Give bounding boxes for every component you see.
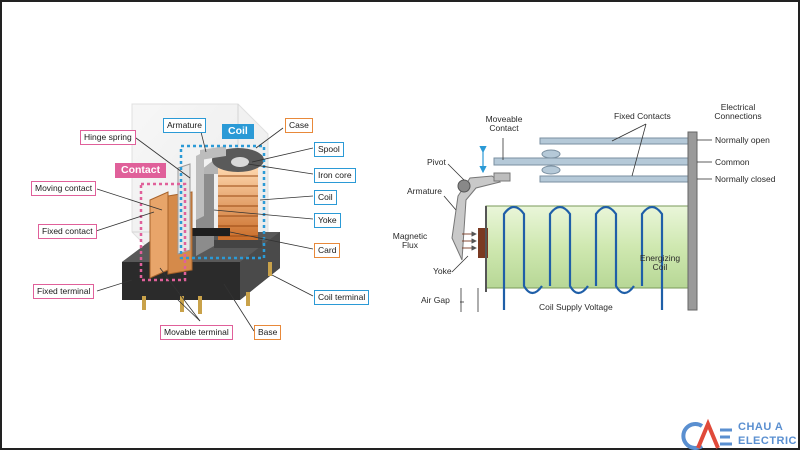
label-fixed-terminal: Fixed terminal	[33, 284, 95, 299]
left-relay-illustration	[122, 103, 280, 314]
label-moveable-contact-line2: Contact	[489, 123, 519, 134]
label-fixed-contact: Fixed contact	[38, 224, 97, 239]
normally-closed-bar	[539, 175, 691, 183]
label-energizing-coil-line1: Energizing	[639, 253, 681, 263]
label-energizing-coil-line2: Coil	[652, 262, 668, 273]
contact-header: Contact	[115, 163, 167, 178]
label-base: Base	[254, 325, 282, 340]
coil-body	[485, 205, 689, 289]
core-end	[478, 228, 488, 258]
label-common: Common	[715, 157, 750, 167]
label-pivot: Pivot	[427, 157, 446, 167]
label-normally-closed: Normally closed	[715, 174, 776, 184]
label-electrical-connections-line1: Electrical	[720, 102, 756, 112]
label-spool: Spool	[314, 142, 344, 157]
common-bar	[493, 157, 691, 166]
coil-group-outline	[179, 144, 266, 260]
label-iron-core: Iron core	[314, 168, 356, 183]
label-magnetic-flux: Magnetic Flux	[388, 231, 432, 251]
pivot-point	[457, 179, 471, 193]
label-movable-terminal: Movable terminal	[160, 325, 233, 340]
label-electrical-connections-line2: Connections	[714, 111, 762, 122]
coil-header: Coil	[222, 124, 254, 139]
contact-group-outline	[139, 182, 187, 282]
coil-windings	[502, 205, 664, 310]
label-fixed-contacts: Fixed Contacts	[614, 111, 671, 121]
label-moveable-contact-line1: Moveable	[485, 114, 523, 124]
right-schematic	[451, 131, 698, 312]
brand-name-line2: ELECTRIC	[738, 435, 797, 447]
label-case: Case	[285, 118, 313, 133]
iron-core-top	[231, 157, 249, 167]
label-electrical-connections: Electrical Connections	[703, 102, 773, 122]
label-yoke: Yoke	[314, 213, 341, 228]
label-coil-terminal: Coil terminal	[314, 290, 370, 305]
normally-open-bar	[539, 137, 691, 145]
label-moving-contact: Moving contact	[31, 181, 97, 196]
card-shape	[180, 228, 230, 236]
armature-shape	[200, 146, 226, 160]
terminal-block	[687, 131, 698, 311]
label-armature-right: Armature	[407, 186, 442, 196]
label-yoke-right: Yoke	[433, 266, 452, 276]
label-air-gap: Air Gap	[421, 295, 450, 305]
label-card: Card	[314, 243, 341, 258]
label-normally-open: Normally open	[715, 135, 770, 145]
brand-name-line1: CHAU A	[738, 421, 784, 433]
label-armature: Armature	[163, 118, 206, 133]
label-magnetic-flux-line1: Magnetic	[392, 231, 428, 241]
label-coil-supply-voltage: Coil Supply Voltage	[539, 302, 613, 312]
label-moveable-contact: Moveable Contact	[479, 114, 529, 134]
label-magnetic-flux-line2: Flux	[401, 240, 419, 251]
brand-logo	[681, 418, 732, 450]
label-hinge-spring: Hinge spring	[80, 130, 136, 145]
right-leader-lines	[443, 123, 712, 303]
label-coil: Coil	[314, 190, 337, 205]
moving-contact-shape	[149, 191, 169, 279]
left-leader-lines	[95, 127, 314, 332]
label-energizing-coil: Energizing Coil	[636, 253, 684, 273]
